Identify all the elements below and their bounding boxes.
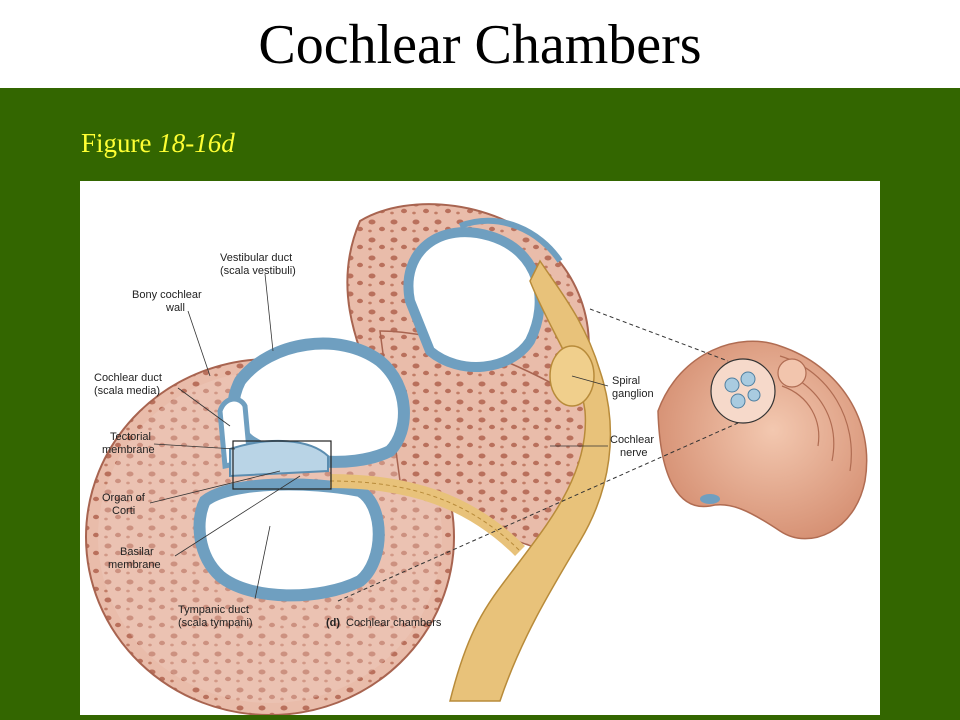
label-tectorial-2: membrane xyxy=(102,444,155,456)
cross-section-circle xyxy=(710,358,776,424)
label-vestibular-duct-2: (scala vestibuli) xyxy=(220,265,296,277)
tympanic-duct xyxy=(193,478,385,602)
label-vestibular-duct-1: Vestibular duct xyxy=(220,252,292,264)
label-basilar-2: membrane xyxy=(108,559,161,571)
label-basilar-1: Basilar xyxy=(120,546,154,558)
slide-title: Cochlear Chambers xyxy=(258,14,702,76)
label-cochlear-duct-2: (scala media) xyxy=(94,385,160,397)
cochlear-duct xyxy=(217,396,329,478)
organ-of-corti-box xyxy=(232,440,332,490)
figure-panel: Vestibular duct (scala vestibuli) Bony c… xyxy=(80,181,880,715)
cochlea-shell xyxy=(657,340,868,540)
title-bar: Cochlear Chambers xyxy=(0,0,960,88)
label-bony-wall-1: Bony cochlear xyxy=(132,289,202,301)
label-cochlear-duct-1: Cochlear duct xyxy=(94,372,162,384)
label-spiral-1: Spiral xyxy=(612,375,640,387)
zoom-line-top xyxy=(589,308,729,362)
label-nerve-2: nerve xyxy=(620,447,648,459)
label-bony-wall-2: wall xyxy=(165,302,185,314)
figure-prefix: Figure xyxy=(81,128,152,158)
cochlear-nerve xyxy=(329,259,612,702)
diagram-labels: Vestibular duct (scala vestibuli) Bony c… xyxy=(94,252,654,629)
label-organ-2: Corti xyxy=(112,505,135,517)
label-tectorial-1: Tectorial xyxy=(110,431,151,443)
label-organ-1: Organ of xyxy=(102,492,146,504)
cochlea-illustration: Vestibular duct (scala vestibuli) Bony c… xyxy=(85,203,868,715)
label-nerve-1: Cochlear xyxy=(610,434,654,446)
leader-lines xyxy=(149,273,609,600)
caption-text: Cochlear chambers xyxy=(346,617,442,629)
figure-label: Figure 18-16d xyxy=(81,126,235,160)
zoom-line-bottom xyxy=(337,422,739,602)
label-tympanic-1: Tympanic duct xyxy=(178,604,249,616)
figure-number: 18-16d xyxy=(158,128,235,158)
figure-caption: (d) Cochlear chambers xyxy=(326,617,442,629)
label-spiral-2: ganglion xyxy=(612,388,654,400)
caption-letter: (d) xyxy=(326,617,340,629)
label-tympanic-2: (scala tympani) xyxy=(178,617,253,629)
